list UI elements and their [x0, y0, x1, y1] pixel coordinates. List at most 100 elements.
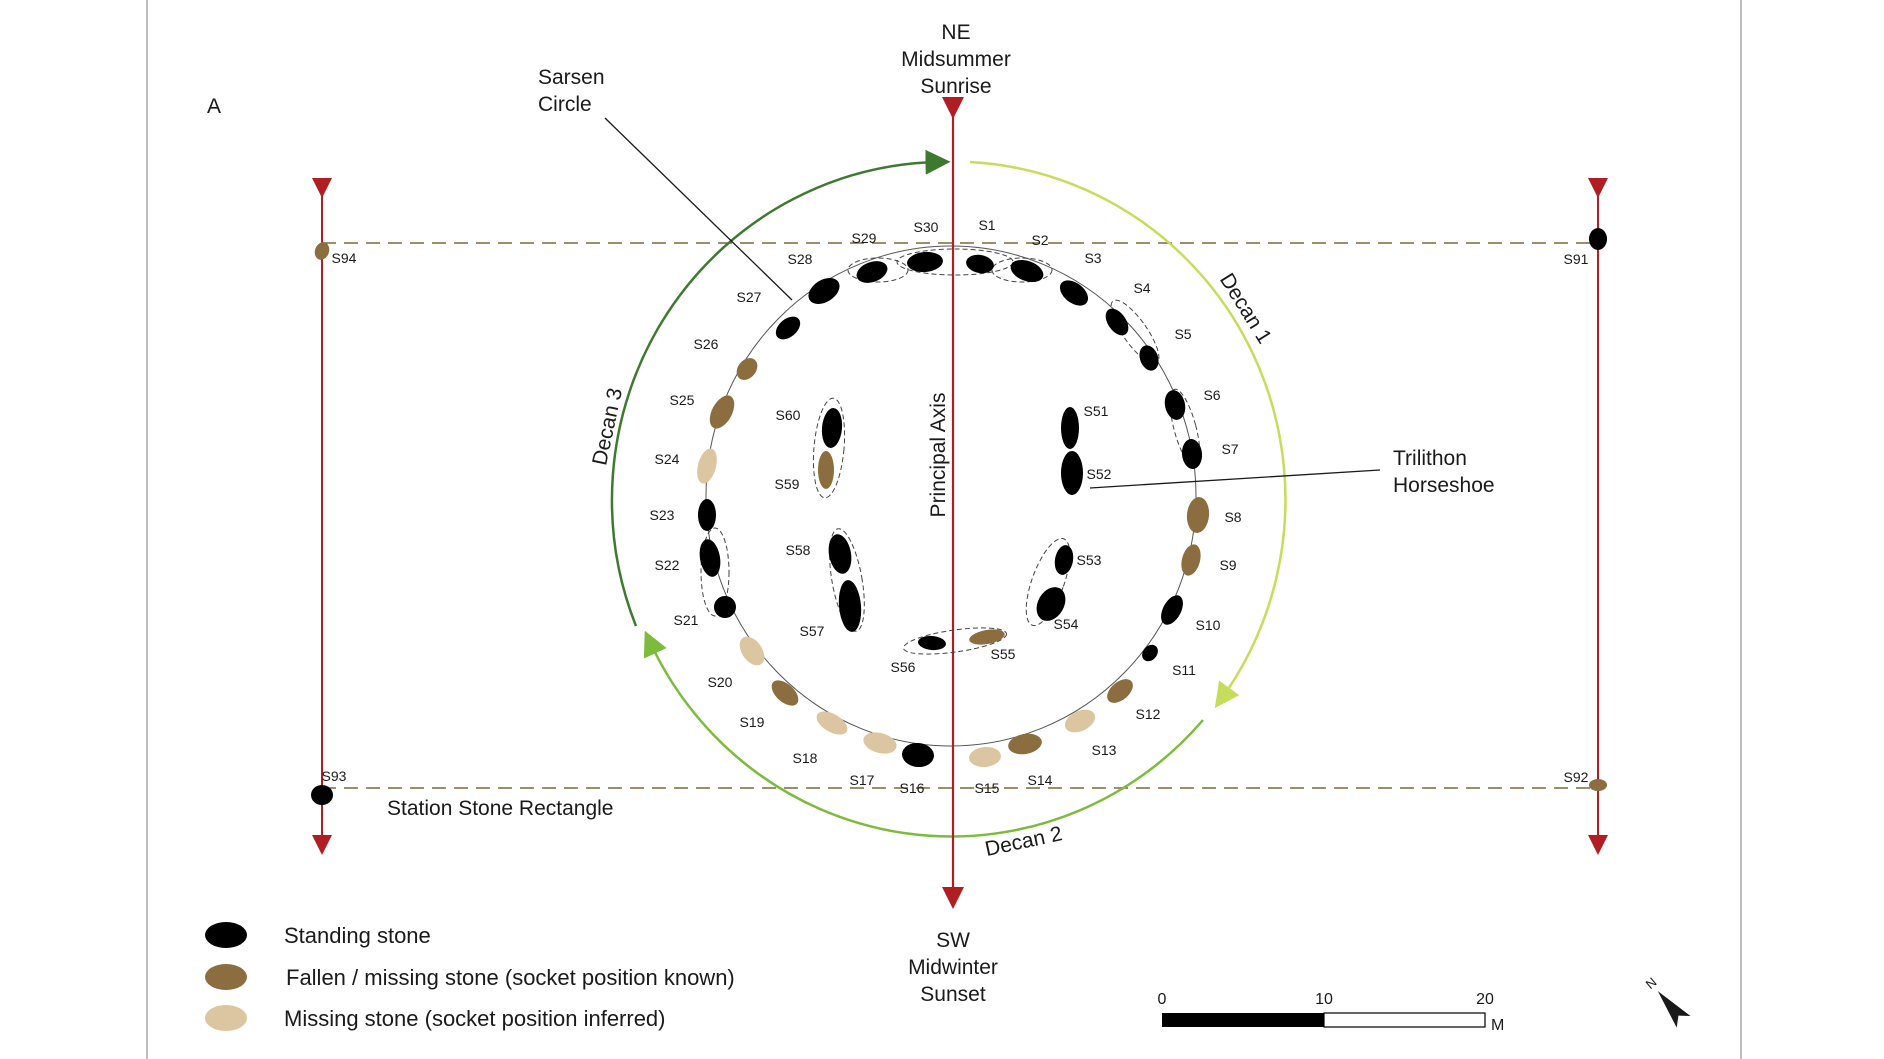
station-rectangle-label: Station Stone Rectangle: [387, 797, 614, 820]
stone-s1: [966, 254, 994, 274]
stone-label-s1: S1: [978, 217, 995, 233]
scale-unit: M: [1491, 1017, 1504, 1034]
stone-label-s94: S94: [332, 250, 357, 266]
legend-inferred-swatch: [205, 1005, 247, 1031]
legend-standing-swatch: [205, 922, 247, 948]
stone-label-s7: S7: [1221, 441, 1238, 457]
stone-s15: [969, 746, 1001, 768]
trilithon-label-line2: Horseshoe: [1393, 474, 1495, 497]
stone-s26: [736, 358, 758, 380]
stone-s17: [863, 732, 897, 754]
stone-label-s18: S18: [793, 750, 818, 766]
decan1-arc: [969, 160, 1287, 709]
stone-label-s9: S9: [1219, 557, 1236, 573]
stone-label-s19: S19: [740, 714, 765, 730]
stone-label-s52: S52: [1087, 466, 1112, 482]
stone-label-s28: S28: [788, 251, 813, 267]
stone-s8: [1186, 497, 1210, 533]
stone-label-s15: S15: [975, 780, 1000, 796]
scale-tick-10: 10: [1315, 991, 1333, 1008]
stone-s27: [775, 316, 801, 340]
stone-s53: [1054, 545, 1074, 575]
stone-label-s27: S27: [737, 289, 762, 305]
stone-s13: [1064, 709, 1096, 733]
stone-s5: [1139, 345, 1159, 371]
stone-label-s23: S23: [650, 507, 675, 523]
stone-s25: [709, 395, 735, 429]
stone-label-s20: S20: [708, 674, 733, 690]
stone-label-s24: S24: [655, 451, 680, 467]
decan1-label: Decan 1: [1215, 269, 1276, 348]
stone-label-s5: S5: [1174, 326, 1191, 342]
stone-s60: [821, 408, 843, 448]
stone-s6: [1164, 390, 1186, 420]
stone-label-s12: S12: [1136, 706, 1161, 722]
sarsen-leader-line: [604, 117, 793, 301]
stone-label-s16: S16: [900, 780, 925, 796]
stone-s51: [1061, 407, 1079, 449]
stone-s18: [816, 711, 848, 735]
stone-s21: [714, 596, 736, 618]
principal-axis-label: Principal Axis: [927, 393, 950, 518]
stone-label-s60: S60: [776, 407, 801, 423]
stone-s19: [771, 680, 799, 706]
stone-s58: [828, 534, 852, 574]
stone-s52: [1061, 451, 1083, 495]
stone-label-s53: S53: [1077, 552, 1102, 568]
stone-label-s30: S30: [914, 219, 939, 235]
stone-s91: [1589, 228, 1607, 250]
stone-label-s55: S55: [991, 646, 1016, 662]
stone-label-s13: S13: [1092, 742, 1117, 758]
north-arrow-icon: N: [1643, 974, 1691, 1028]
stone-s16: [902, 742, 934, 768]
stone-label-s56: S56: [891, 659, 916, 675]
scale-tick-0: 0: [1158, 991, 1167, 1008]
stone-s93: [311, 785, 333, 805]
stones-layer: [311, 228, 1607, 805]
stone-label-s57: S57: [800, 623, 825, 639]
stone-s9: [1181, 544, 1201, 576]
stone-s22: [699, 539, 721, 577]
stone-label-s2: S2: [1031, 232, 1048, 248]
sarsen-label-line2: Circle: [538, 93, 592, 116]
stone-s55: [969, 629, 1005, 645]
stone-label-s8: S8: [1224, 509, 1241, 525]
stone-s3: [1059, 280, 1089, 306]
decan3-arc: [610, 149, 951, 627]
stone-label-s51: S51: [1084, 403, 1109, 419]
stone-label-s93: S93: [322, 768, 347, 784]
compass-bottom-line2: Midwinter: [908, 956, 998, 979]
trilithon-leader-line: [1089, 469, 1381, 489]
stone-labels-layer: S1S2S3S4S5S6S7S8S9S10S11S12S13S14S15S16S…: [322, 217, 1589, 796]
stone-label-s10: S10: [1196, 617, 1221, 633]
stone-s28: [808, 278, 840, 304]
stone-label-s14: S14: [1028, 772, 1053, 788]
decan2-arc: [643, 630, 1204, 838]
compass-top-line1: NE: [941, 21, 970, 44]
scale-bar-black-segment: [1162, 1013, 1324, 1027]
stone-s11: [1142, 644, 1158, 662]
stone-label-s92: S92: [1564, 769, 1589, 785]
stone-s10: [1161, 595, 1183, 625]
stone-s56: [918, 635, 946, 651]
scale-tick-20: 20: [1476, 991, 1494, 1008]
stone-label-s17: S17: [850, 772, 875, 788]
stone-s29: [856, 261, 888, 283]
dashed-lintel-outlines: [700, 248, 1201, 655]
stone-s7: [1181, 439, 1203, 469]
stone-s57: [838, 580, 862, 632]
scale-bar-white-segment: [1323, 1012, 1486, 1028]
stone-s30: [907, 251, 943, 273]
panel-label: A: [207, 95, 221, 118]
stone-label-s4: S4: [1133, 280, 1150, 296]
stone-s54: [1036, 587, 1066, 621]
stone-s59: [818, 451, 834, 489]
stone-s14: [1008, 733, 1042, 755]
stone-label-s26: S26: [694, 336, 719, 352]
stone-label-s6: S6: [1203, 387, 1220, 403]
legend-fallen-swatch: [205, 964, 247, 990]
stone-label-s29: S29: [852, 230, 877, 246]
stone-s94: [314, 242, 330, 260]
stone-s24: [697, 448, 717, 484]
